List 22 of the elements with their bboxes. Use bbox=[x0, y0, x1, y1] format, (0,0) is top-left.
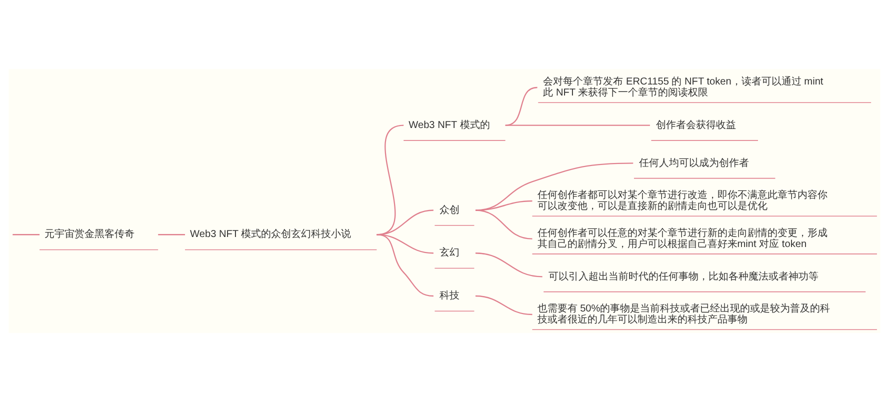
node-text: 任何创作者可以任意的对某个章节进行新的走向剧情的变更，形成其自己的剧情分叉，用户可以根据自己喜好来mint 对应 token bbox=[537, 227, 828, 250]
connector bbox=[158, 234, 185, 235]
node-text: 众创 bbox=[440, 204, 460, 216]
node-text: 任何人均可以成为创作者 bbox=[639, 157, 750, 168]
node-text: 任何创作者都可以对某个章节进行改造，即你不满意此章节内容你可以改变他，可以是直接新的剧情走向也可以是优化 bbox=[537, 190, 828, 212]
connector bbox=[505, 124, 650, 126]
node-text: 创作者会获得收益 bbox=[656, 119, 736, 130]
node-text: 玄幻 bbox=[440, 247, 460, 258]
connector bbox=[376, 234, 434, 296]
connector bbox=[475, 200, 532, 210]
connector bbox=[475, 294, 532, 315]
connector bbox=[475, 209, 532, 239]
connector bbox=[475, 252, 542, 277]
node-text: 科技 bbox=[440, 290, 460, 302]
connector bbox=[475, 162, 634, 210]
node-text: Web3 NFT 模式的众创玄幻科技小说 bbox=[190, 228, 352, 240]
node-text: Web3 NFT 模式的 bbox=[408, 119, 490, 130]
node-text: 可以引入超出当前时代的任何事物，比如各种魔法或者神功等 bbox=[548, 270, 819, 282]
node-text: 会对每个章节发布 ERC1155 的 NFT token，读者可以通过 mint 此 NFT 来获得下一个章节的阅读权限 bbox=[543, 76, 824, 98]
connector bbox=[12, 234, 40, 235]
node-text: 元宇宙赏金黑客传奇 bbox=[44, 228, 135, 240]
node-text: 也需要有 50%的事物是当前科技或者已经出现的或是较为普及的科技或者很近的几年可以制造出来的科技产品事物 bbox=[537, 303, 830, 326]
